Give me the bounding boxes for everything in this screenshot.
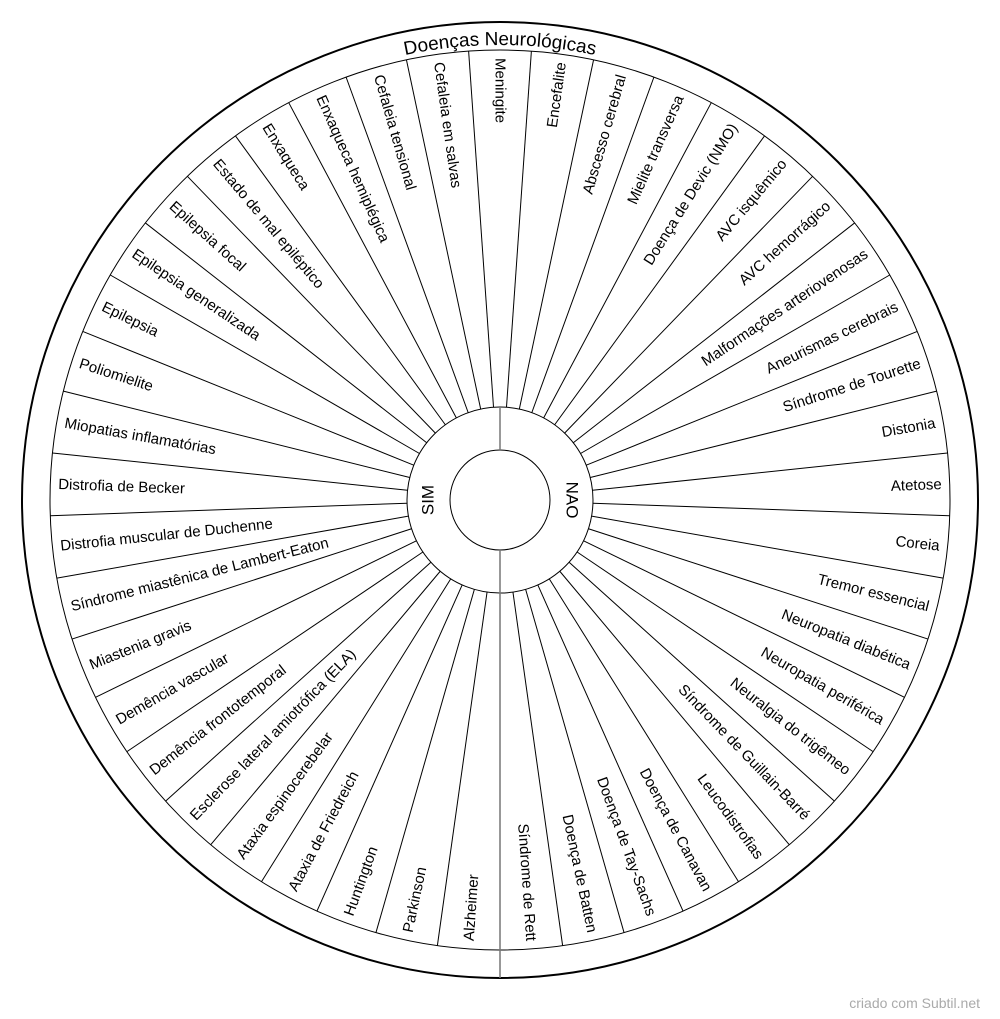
disease-label: Encefalite bbox=[544, 61, 570, 129]
side-label-nao: NAO bbox=[563, 482, 582, 519]
spoke bbox=[505, 51, 532, 408]
center-circle bbox=[449, 449, 551, 551]
side-label-sim: SIM bbox=[419, 485, 438, 515]
spoke bbox=[559, 570, 790, 846]
spoke bbox=[548, 578, 739, 882]
spoke bbox=[576, 551, 874, 753]
spoke bbox=[592, 452, 948, 491]
spoke bbox=[405, 59, 482, 410]
disease-label: Estado de mal epiléptico bbox=[209, 156, 327, 292]
disease-label: Distrofia de Becker bbox=[58, 476, 185, 497]
disease-label: Síndrome de Rett bbox=[514, 823, 539, 942]
spoke bbox=[512, 592, 564, 946]
spoke bbox=[261, 578, 452, 882]
spoke bbox=[235, 135, 446, 426]
spoke bbox=[588, 528, 929, 640]
spoke bbox=[525, 589, 625, 933]
disease-label: Epilepsia bbox=[99, 299, 162, 341]
disease-label: Atetose bbox=[891, 476, 942, 495]
disease-label: Coreia bbox=[895, 533, 941, 555]
spoke bbox=[110, 274, 420, 454]
disease-label: Distonia bbox=[880, 415, 937, 441]
spoke bbox=[592, 502, 950, 517]
spoke bbox=[583, 540, 905, 698]
spoke bbox=[52, 452, 408, 491]
disease-label: Miopatias inflamatórias bbox=[63, 415, 217, 458]
spoke bbox=[580, 274, 890, 454]
disease-label: Síndrome de Tourette bbox=[781, 355, 923, 416]
spokes bbox=[50, 51, 950, 950]
disease-label: Alzheimer bbox=[461, 874, 483, 942]
spoke bbox=[95, 540, 417, 698]
disease-label: Huntington bbox=[341, 844, 382, 918]
spoke bbox=[210, 570, 441, 846]
spoke bbox=[468, 51, 495, 408]
spoke bbox=[56, 515, 409, 579]
spoke bbox=[375, 589, 475, 933]
disease-label: Epilepsia focal bbox=[166, 198, 249, 275]
spoke bbox=[572, 222, 855, 444]
disease-label: Mielite transversa bbox=[624, 92, 688, 207]
spoke bbox=[554, 135, 765, 426]
spoke bbox=[564, 175, 813, 434]
spoke bbox=[531, 76, 655, 413]
spoke bbox=[590, 390, 937, 478]
spoke bbox=[288, 102, 457, 419]
disease-label: Enxaqueca bbox=[259, 121, 314, 194]
disease-label: AVC isquêmico bbox=[712, 156, 790, 245]
disease-label: Doença de Batten bbox=[559, 813, 601, 934]
disease-label: Cefaleia em salvas bbox=[430, 61, 464, 189]
spoke bbox=[187, 175, 436, 434]
spoke bbox=[165, 561, 432, 802]
disease-label: Poliomielite bbox=[77, 355, 155, 395]
spoke bbox=[436, 592, 488, 946]
spoke bbox=[71, 528, 412, 640]
watermark: criado com Subtil.net bbox=[849, 995, 980, 1011]
spoke bbox=[316, 584, 463, 912]
disease-label: Distrofia muscular de Duchenne bbox=[60, 515, 274, 554]
spoke bbox=[518, 59, 595, 410]
spoke bbox=[63, 390, 410, 478]
disease-label: Parkinson bbox=[400, 865, 430, 934]
disease-label: Leucodistrofias bbox=[694, 771, 767, 863]
spoke bbox=[126, 551, 424, 753]
disease-label: Síndrome de Guillain-Barré bbox=[675, 681, 813, 824]
spoke bbox=[145, 222, 428, 444]
disease-label: Cefaleia tensional bbox=[370, 73, 419, 192]
spoke bbox=[537, 584, 684, 912]
disease-label: Meningite bbox=[492, 58, 509, 123]
spoke bbox=[543, 102, 712, 419]
spoke bbox=[568, 561, 835, 802]
disease-label: Demência frontotemporal bbox=[146, 662, 289, 779]
spoke bbox=[82, 330, 414, 466]
spoke bbox=[50, 502, 408, 517]
disease-label: Miastenia gravis bbox=[87, 617, 194, 673]
spoke bbox=[586, 330, 918, 466]
spoke bbox=[345, 76, 469, 413]
spoke bbox=[591, 515, 944, 579]
